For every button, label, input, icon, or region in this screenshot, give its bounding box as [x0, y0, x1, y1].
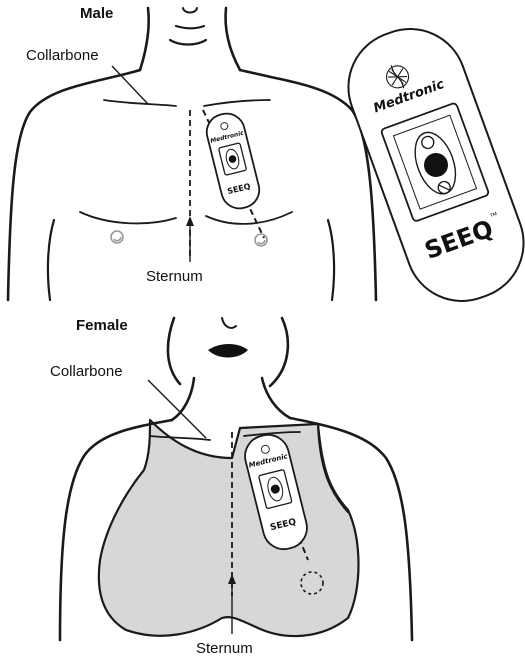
female-title: Female [76, 317, 128, 334]
female-sternum-label: Sternum [196, 640, 253, 657]
female-hair-right [270, 318, 288, 386]
male-sternum-arrow [186, 216, 194, 262]
male-right-pec [206, 212, 292, 224]
female-neck-left [172, 378, 194, 420]
female-neck-right [262, 378, 290, 418]
male-nose [183, 8, 197, 13]
male-title: Male [80, 5, 113, 22]
female-bra [99, 420, 359, 636]
male-left-shoulder [8, 70, 140, 300]
male-left-collarbone [104, 100, 176, 106]
female-collarbone-label: Collarbone [50, 363, 123, 380]
male-right-collarbone [204, 100, 270, 106]
male-left-pec [80, 212, 176, 223]
male-chin [170, 40, 206, 45]
male-nipples [111, 231, 267, 246]
female-lips [208, 344, 248, 358]
male-mouth [176, 26, 204, 28]
male-right-nipple-inner [258, 240, 265, 244]
male-left-nipple-inner [114, 237, 121, 241]
male-neck [226, 8, 240, 70]
male-right-armpit [328, 220, 334, 300]
male-sternum-label: Sternum [146, 268, 203, 285]
female-hair-left [168, 318, 180, 384]
male-left-armpit [48, 220, 54, 300]
male-neck [140, 8, 149, 70]
female-nose [222, 318, 236, 328]
male-device: Medtronic SEEQ [203, 110, 263, 212]
arrow-head [186, 216, 194, 226]
male-collarbone-label: Collarbone [26, 47, 99, 64]
enlarged-device: Medtronic SEEQ ™ [333, 13, 525, 316]
